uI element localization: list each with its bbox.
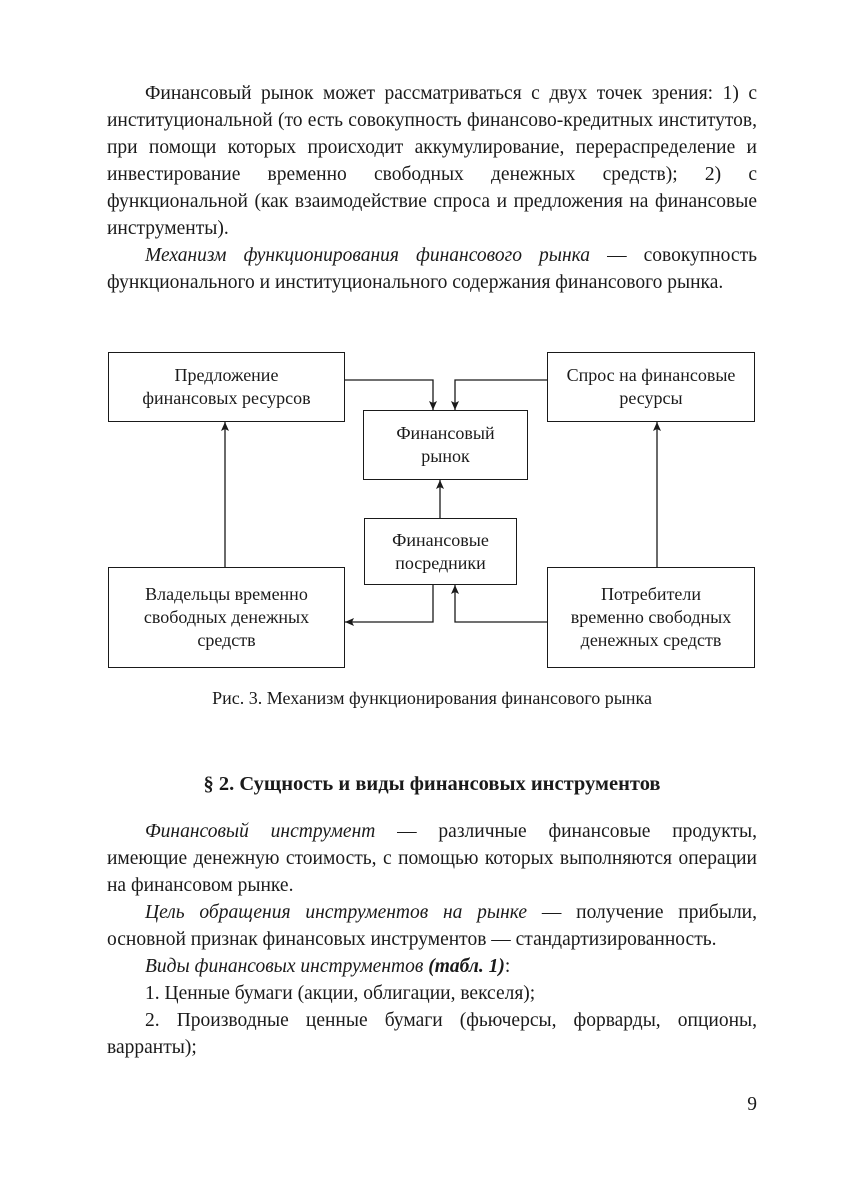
paragraph-instrument-definition: Финансовый инструмент — различные финанс…: [107, 818, 757, 899]
arrow-demand-to-market: [451, 379, 547, 410]
term-financial-instrument: Финансовый инструмент: [145, 821, 376, 842]
figure-box-consumers-label: Потребители временно свободных денежных …: [570, 584, 732, 650]
paragraph-financial-market-views: Финансовый рынок может рассматриваться с…: [107, 83, 757, 239]
figure-box-supply-label: Предложение финансовых ресурсов: [142, 365, 311, 408]
paragraph-circulation-goal: Цель обращения инструментов на рынке — п…: [107, 899, 757, 953]
paragraph-mechanism-definition: Механизм функционирования финансового ры…: [107, 242, 757, 296]
figure-box-owners: Владельцы временно свободных денежных ср…: [108, 567, 345, 668]
text-block-instruments: Финансовый инструмент — различные финанс…: [107, 818, 757, 1061]
figure-box-consumers: Потребители временно свободных денежных …: [547, 567, 755, 668]
figure-box-intermediaries-label: Финансовые посредники: [392, 529, 489, 573]
list-item-securities: 1. Ценные бумаги (акции, облигации, векс…: [145, 983, 536, 1004]
paragraph-text: — различные финансовые продукты, имеющие…: [107, 821, 757, 896]
figure-caption: Рис. 3. Механизм функционирования финанс…: [212, 688, 652, 708]
table-reference: (табл. 1): [428, 956, 505, 977]
figure-box-supply: Предложение финансовых ресурсов: [108, 352, 345, 422]
text-block-intro: Финансовый рынок может рассматриваться с…: [107, 80, 757, 296]
term-circulation-goal: Цель обращения инструментов на рынке: [145, 902, 528, 923]
paragraph-text: — получение прибыли, основной признак фи…: [107, 902, 757, 950]
figure-box-intermediaries: Финансовые посредники: [364, 518, 517, 585]
section-heading: § 2. Сущность и виды финансовых инструме…: [203, 773, 661, 795]
figure-box-demand: Спрос на финансовые ресурсы: [547, 352, 755, 422]
figure-box-market-label: Финансовый рынок: [396, 423, 495, 466]
term-instrument-types: Виды финансовых инструментов: [145, 956, 429, 977]
paragraph-text: — совокупность функционального и институ…: [107, 245, 757, 293]
figure-box-owners-label: Владельцы временно свободных денежных ср…: [143, 584, 310, 650]
flow-arrows: [221, 379, 661, 626]
paragraph-text: :: [504, 956, 511, 977]
paragraph-instrument-types: Виды финансовых инструментов (табл. 1):: [107, 953, 757, 980]
arrow-supply-to-market: [345, 379, 437, 410]
arrow-intermediaries-to-owners: [345, 585, 434, 626]
figure-box-demand-label: Спрос на финансовые ресурсы: [566, 365, 736, 408]
figure-box-market: Финансовый рынок: [363, 410, 528, 480]
page-number: 9: [747, 1094, 757, 1115]
figure-diagram: Предложение финансовых ресурсов Спрос на…: [0, 340, 857, 672]
term-mechanism: Механизм функционирования финансового ры…: [145, 245, 591, 266]
list-item-derivatives: 2. Производные ценные бумаги (фьючерсы, …: [107, 1010, 757, 1058]
arrow-consumers-to-intermediaries: [451, 585, 547, 623]
